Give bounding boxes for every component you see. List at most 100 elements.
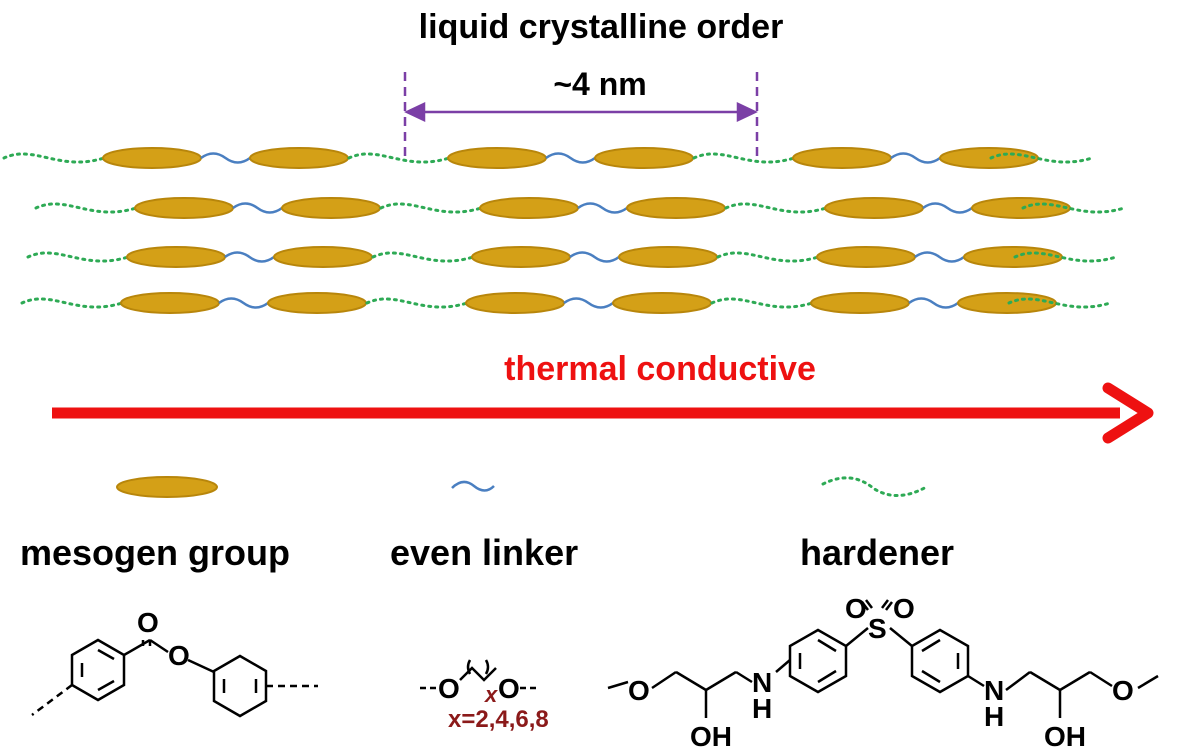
- mesogen-1-1: [102, 147, 202, 169]
- mesogen-structure: [31, 638, 318, 718]
- hardener-segment-3-2: [371, 251, 475, 263]
- bond: [861, 601, 869, 611]
- legend-mesogen-symbol: [116, 476, 218, 498]
- bond: [675, 670, 707, 692]
- linker-2-2: [577, 202, 628, 214]
- mesogen-3-4: [618, 246, 718, 268]
- hardener-segment-3-1: [26, 251, 130, 263]
- bond: [735, 670, 753, 684]
- mesogen-4-2: [267, 292, 367, 314]
- mesogen-4-6: [957, 292, 1057, 314]
- hardener-atom-h-right: H: [984, 701, 1004, 732]
- mesogen-3-3: [471, 246, 571, 268]
- hardener-segment-3-3: [716, 251, 820, 263]
- bond: [921, 638, 941, 653]
- dimension-arrow-left: [404, 102, 426, 122]
- bond: [1005, 671, 1031, 691]
- hardener-atom-o-left: O: [628, 675, 650, 706]
- bond: [775, 659, 791, 673]
- linker-bracket-left: [466, 659, 472, 675]
- bond: [97, 648, 115, 661]
- hardener-atom-h-left: H: [752, 693, 772, 724]
- mesogen-2-3: [479, 197, 579, 219]
- thermal-conductive-label: thermal conductive: [504, 350, 816, 388]
- atom-o-ester: O: [168, 640, 190, 671]
- linker-3-2: [569, 251, 620, 263]
- bond: [967, 674, 985, 688]
- bond: [97, 679, 115, 692]
- thermal-arrow-head: [1102, 382, 1154, 444]
- linker-4-2: [563, 297, 614, 309]
- mesogen-ring-right: [212, 654, 268, 718]
- hardener-segment-1-end: [989, 152, 1094, 164]
- hardener-segment-4-1: [20, 297, 124, 309]
- hardener-segment-2-2: [379, 202, 483, 214]
- legend-hardener-label: hardener: [800, 532, 955, 573]
- legend-mesogen-label: mesogen group: [20, 532, 291, 573]
- linker-structure: [420, 659, 540, 690]
- mesogen-4-1: [120, 292, 220, 314]
- linker-bracket-right: [484, 659, 490, 675]
- mesogen-1-5: [792, 147, 892, 169]
- mesogen-2-2: [281, 197, 381, 219]
- bond: [881, 599, 889, 609]
- bond: [885, 601, 893, 611]
- bond-dashed: [31, 684, 73, 716]
- linker-1-3: [890, 152, 941, 164]
- linker-2-1: [232, 202, 283, 214]
- hardener-atom-o-right: O: [1112, 675, 1134, 706]
- linker-atom-o-left: O: [438, 673, 460, 704]
- spacing-label: ~4 nm: [553, 66, 647, 102]
- mesogen-ring-left: [70, 638, 126, 702]
- linker-chain: [459, 666, 497, 682]
- bond: [1089, 670, 1113, 688]
- mesogen-2-1: [134, 197, 234, 219]
- linker-atom-o-right: O: [498, 673, 520, 704]
- hardener-atom-n-left: N: [752, 667, 772, 698]
- hardener-segment-1-2: [347, 152, 451, 164]
- bond: [1029, 670, 1061, 692]
- linker-4-3: [908, 297, 959, 309]
- hardener-segment-3-end: [1013, 251, 1118, 263]
- linker-x-symbol: x: [484, 682, 498, 707]
- linker-2-3: [922, 202, 973, 214]
- linker-x-values: x=2,4,6,8: [448, 706, 549, 733]
- bond: [845, 627, 869, 647]
- bond: [921, 669, 941, 684]
- legend-hardener-symbol: [821, 476, 930, 497]
- bond: [187, 658, 215, 674]
- dimension-arrow-right: [736, 102, 758, 122]
- hardener-atom-s: S: [868, 613, 887, 644]
- hardener-oh-left: OH: [690, 721, 732, 752]
- legend-linker-symbol: [451, 480, 495, 492]
- hardener-segment-4-end: [1007, 297, 1112, 309]
- hardener-segment-2-1: [34, 202, 138, 214]
- hardener-atom-n-right: N: [984, 675, 1004, 706]
- mesogen-4-3: [465, 292, 565, 314]
- mesogen-4-4: [612, 292, 712, 314]
- mesogen-1-4: [594, 147, 694, 169]
- mesogen-3-5: [816, 246, 916, 268]
- mesogen-1-2: [249, 147, 349, 169]
- thermal-arrow: [52, 382, 1154, 444]
- legend-linker-label: even linker: [390, 532, 579, 573]
- hardener-segment-1-3: [692, 152, 796, 164]
- bond: [889, 627, 913, 647]
- hardener-segment-1-1: [2, 152, 106, 164]
- mesogen-2-5: [824, 197, 924, 219]
- spacing-dimension: [403, 72, 759, 160]
- mesogen-2-4: [626, 197, 726, 219]
- mesogen-1-3: [447, 147, 547, 169]
- hardener-segment-4-3: [710, 297, 814, 309]
- linker-3-1: [224, 251, 275, 263]
- bond: [651, 670, 677, 690]
- bond: [817, 669, 837, 684]
- bond: [705, 670, 737, 692]
- bond: [123, 638, 151, 657]
- hardener-oh-right: OH: [1044, 721, 1086, 752]
- mesogen-3-1: [126, 246, 226, 268]
- linker-1-1: [200, 152, 251, 164]
- bond: [1137, 674, 1159, 690]
- hardener-atom-o-sulfonyl-left: O: [845, 593, 867, 624]
- mesogen-3-2: [273, 246, 373, 268]
